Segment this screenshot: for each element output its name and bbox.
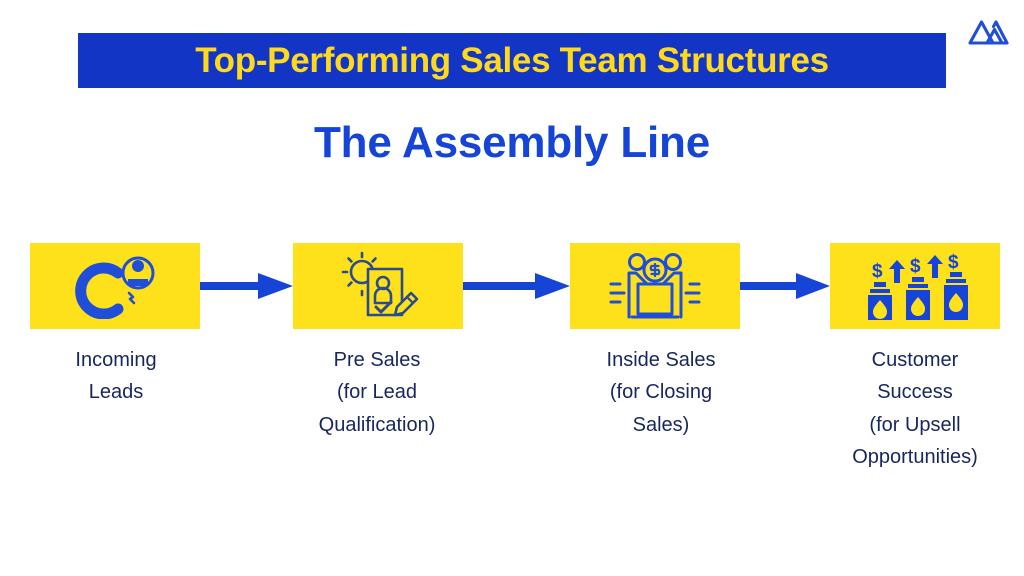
flow-stage-incoming-leads: [30, 243, 200, 329]
label-line: Pre Sales: [333, 349, 421, 371]
label-line: (for Closing: [609, 381, 713, 404]
label-line: Inside Sales: [606, 349, 716, 371]
page-title: Top-Performing Sales Team Structures: [195, 41, 829, 80]
svg-text:$: $: [872, 261, 883, 282]
label-customer-success: Customer Success (for Upsell Opportuniti…: [808, 344, 1022, 474]
label-pre-sales: Pre Sales (for Lead Qualification): [272, 344, 482, 441]
flow-stage-customer-success: $ $ $: [830, 243, 1000, 329]
label-line: (for Upsell: [869, 413, 961, 436]
bottles-dollar-upsell-icon: $ $ $: [860, 250, 970, 322]
svg-text:$: $: [948, 252, 959, 273]
flow-stage-inside-sales: [570, 243, 740, 329]
label-incoming-leads: Incoming Leads: [18, 344, 214, 409]
arrow-inside-to-customer: [740, 273, 830, 299]
two-people-lifting-dollar-coin-icon: [605, 251, 705, 321]
sales-flow-diagram: $ $ $: [30, 243, 1000, 329]
label-line: Customer: [871, 349, 959, 371]
page-subtitle: The Assembly Line: [314, 118, 710, 167]
label-line: Success: [877, 381, 953, 404]
flow-stage-pre-sales: [293, 243, 463, 329]
gear-document-person-check-icon: [335, 251, 421, 321]
label-line: Sales): [632, 413, 690, 436]
label-line: (for Lead: [336, 381, 418, 404]
arrow-leads-to-presales: [200, 273, 293, 299]
page-title-banner: Top-Performing Sales Team Structures: [78, 33, 946, 88]
flow-stage-labels: Incoming Leads Pre Sales (for Lead Quali…: [0, 344, 1024, 484]
label-line: Qualification): [318, 413, 436, 436]
label-line: Opportunities): [852, 446, 978, 469]
label-inside-sales: Inside Sales (for Closing Sales): [545, 344, 777, 441]
mountain-logo-icon: [966, 12, 1010, 48]
label-line: Leads: [88, 381, 144, 404]
magnet-attracting-lead-icon: [72, 253, 158, 319]
arrow-presales-to-inside: [463, 273, 570, 299]
svg-text:$: $: [910, 256, 921, 277]
label-line: Incoming: [75, 349, 157, 371]
